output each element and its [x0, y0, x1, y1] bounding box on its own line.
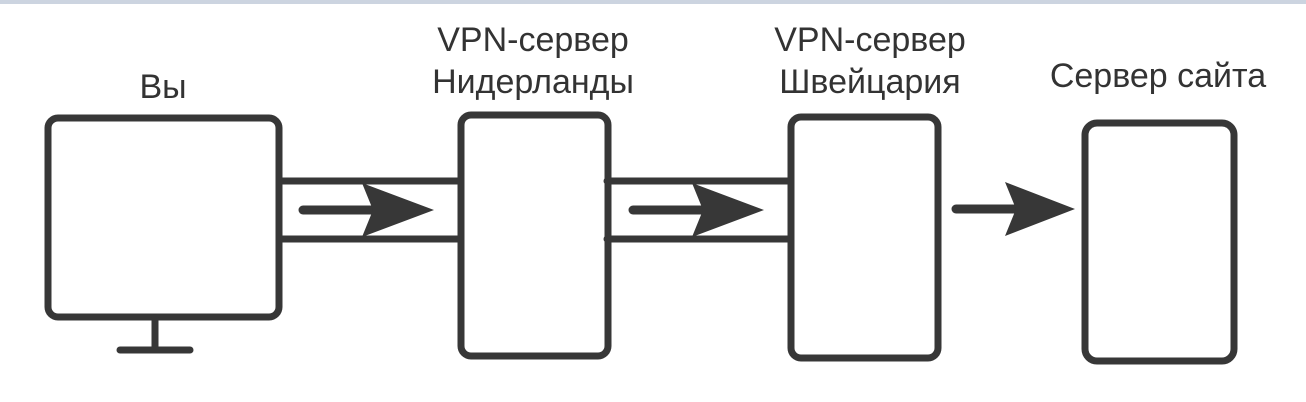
node-user-monitor[interactable] [44, 114, 283, 354]
node-vpn-netherlands[interactable] [457, 111, 612, 360]
website-server-box [1081, 119, 1238, 365]
label-vpn-switzerland-line1: VPN-сервер [774, 21, 966, 59]
node-vpn-switzerland[interactable] [787, 113, 942, 362]
tunnel-2-arrow-head [692, 183, 764, 237]
right-arrow-icon [951, 182, 1075, 236]
top-accent-band [0, 0, 1306, 4]
label-website-server: Сервер сайта [1050, 57, 1266, 95]
vpn-netherlands-box [457, 111, 612, 360]
right-arrow-icon [628, 183, 764, 237]
plain-arrow-head [1005, 182, 1075, 236]
label-vpn-netherlands-line1: VPN-сервер [437, 21, 629, 59]
connector-tunnel-2 [603, 177, 795, 243]
tunnel-1-arrow-head [362, 183, 434, 237]
connector-tunnel-1 [276, 177, 465, 243]
label-vpn-switzerland-line2: Швейцария [779, 63, 960, 101]
monitor-screen [44, 114, 283, 321]
vpn-switzerland-box [787, 113, 942, 362]
node-website-server[interactable] [1081, 119, 1238, 365]
label-vpn-netherlands-line2: Нидерланды [432, 63, 634, 101]
connector-plain-arrow [951, 182, 1075, 236]
right-arrow-icon [298, 183, 434, 237]
label-user: Вы [139, 68, 186, 106]
